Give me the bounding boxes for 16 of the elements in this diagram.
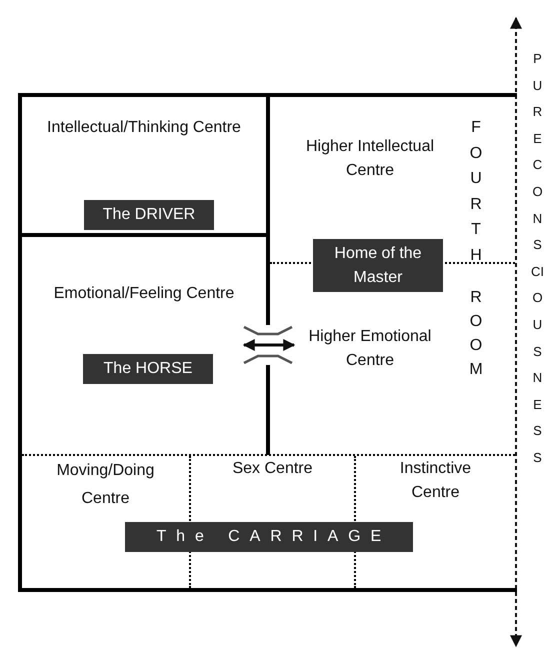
- centre-title: Instinctive Centre: [398, 459, 472, 503]
- centre-title: Higher Emotional Centre: [308, 327, 432, 371]
- centre-title: Intellectual/Thinking Centre: [46, 118, 242, 138]
- role-label: The HORSE: [83, 354, 213, 384]
- role-label: Home of the Master: [313, 239, 443, 292]
- centre-title: Higher Intellectual Centre: [305, 137, 435, 181]
- vertical-label: PURE CONSCIOUSNESS: [531, 50, 544, 467]
- vertical-label: FOURTH: [468, 118, 484, 266]
- centre-title: Sex Centre: [231, 459, 314, 479]
- double-arrow: [242, 339, 296, 351]
- role-label: The DRIVER: [84, 200, 214, 230]
- centre-title: Emotional/Feeling Centre: [52, 284, 236, 304]
- role-label: The CARRIAGE: [125, 522, 413, 552]
- diagram-frame: [18, 93, 517, 592]
- centre-title: Moving/Doing Centre: [56, 461, 156, 509]
- vertical-label: ROOM: [468, 288, 484, 380]
